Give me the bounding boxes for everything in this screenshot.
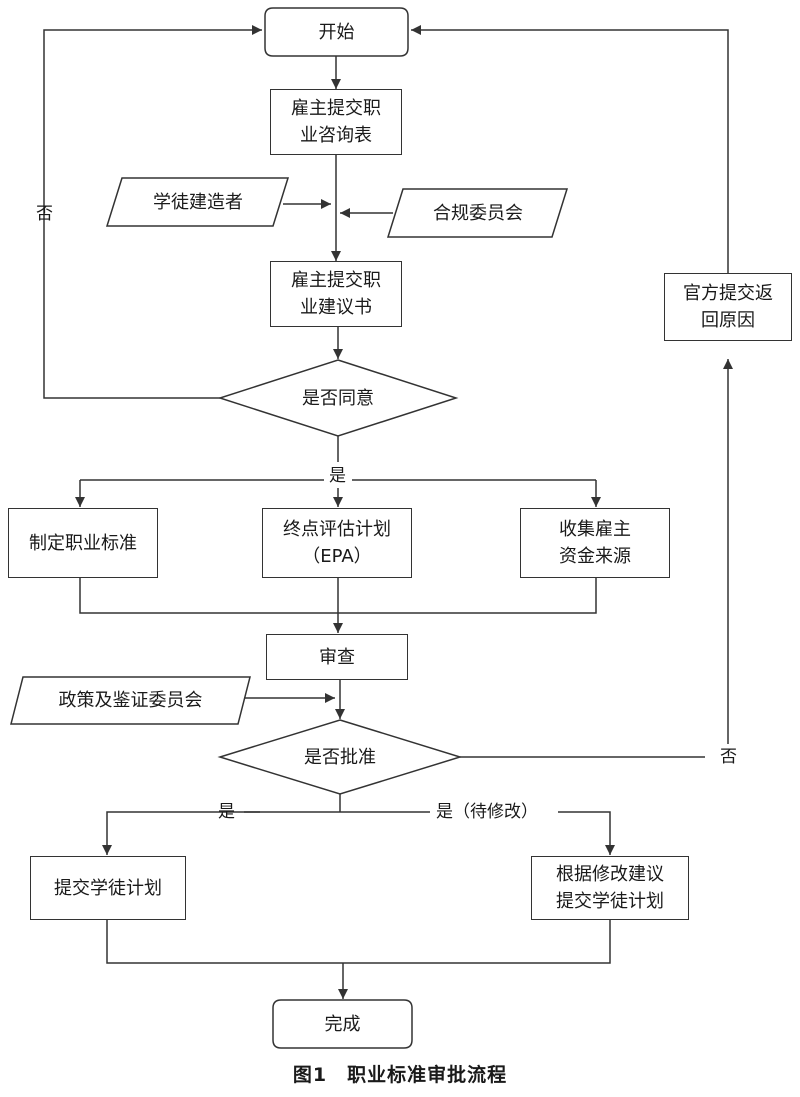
epa-plan-node: 终点评估计划 （EPA）: [262, 508, 412, 578]
submit-plan-node: 提交学徒计划: [30, 856, 186, 920]
compliance-committee-node: 合规委员会: [433, 202, 523, 224]
done-node: 完成: [324, 1013, 361, 1035]
done-terminator-shape: [272, 999, 413, 1049]
start-node: 开始: [318, 21, 355, 43]
apprentice-builder-shape: [105, 177, 290, 227]
apprentice-builder-node: 学徒建造者: [153, 191, 243, 213]
edge-return-start: [411, 25, 729, 273]
collect-funding-node: 收集雇主 资金来源: [520, 508, 670, 578]
employer-proposal-node: 雇主提交职 业建议书: [270, 261, 402, 327]
compliance-committee-shape: [386, 188, 569, 238]
edge-label-approve-yes: 是: [218, 802, 235, 822]
review-node: 审查: [266, 634, 408, 680]
edge-label-agree-no: 否: [36, 204, 53, 224]
edge-label-approve-no: 否: [720, 747, 737, 767]
revise-submit-node: 根据修改建议 提交学徒计划: [531, 856, 689, 920]
set-standard-node: 制定职业标准: [8, 508, 158, 578]
start-terminator-shape: [264, 7, 409, 57]
policy-committee-node: 政策及鉴证委员会: [58, 690, 203, 711]
official-return-node: 官方提交返 回原因: [664, 273, 792, 341]
edge-approve-yes: [102, 811, 260, 855]
edge-agree-no: [43, 25, 262, 399]
employer-inquiry-form-node: 雇主提交职 业咨询表: [270, 89, 402, 155]
agree-decision-node: 是否同意: [302, 387, 374, 409]
edge-label-approve-revise: 是（待修改）: [436, 802, 538, 822]
figure-caption: 图1 职业标准审批流程: [292, 1064, 508, 1086]
edge-merge-done: [106, 920, 611, 964]
edge-approve-revise: [558, 811, 615, 855]
approve-decision-node: 是否批准: [304, 746, 376, 768]
policy-committee-shape: [10, 676, 251, 725]
edge-label-agree-yes: 是: [329, 466, 346, 486]
